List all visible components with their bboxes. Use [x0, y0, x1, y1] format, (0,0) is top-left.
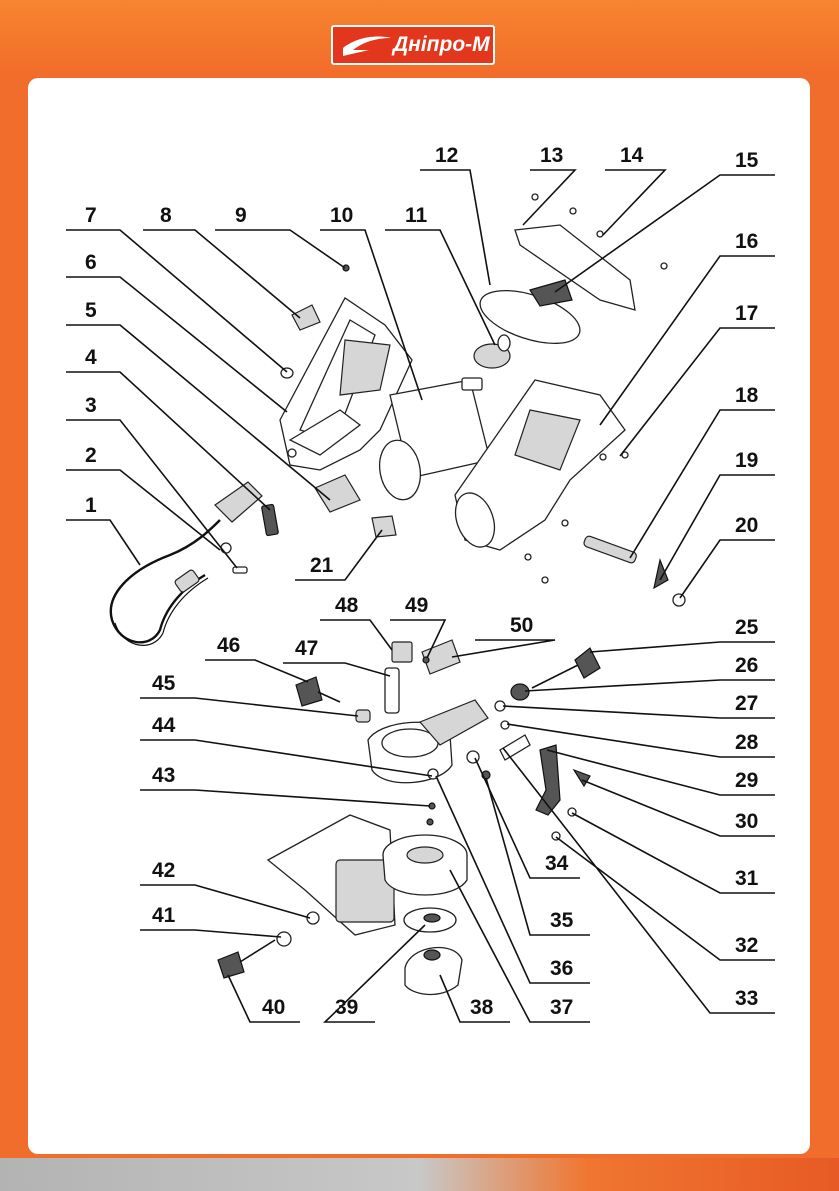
brand-name: Дніпро-М	[393, 33, 490, 56]
label-32: 32	[735, 934, 758, 957]
label-19: 19	[735, 449, 758, 472]
part-drawings	[109, 193, 686, 996]
label-39: 39	[335, 996, 358, 1019]
label-16: 16	[735, 230, 758, 253]
label-2: 2	[85, 444, 97, 467]
label-15: 15	[735, 149, 759, 172]
label-37: 37	[550, 996, 573, 1019]
label-10: 10	[330, 204, 353, 227]
label-44: 44	[152, 714, 176, 737]
label-34: 34	[545, 852, 569, 875]
label-11: 11	[405, 204, 428, 227]
label-30: 30	[735, 810, 758, 833]
label-5: 5	[85, 299, 97, 322]
label-29: 29	[735, 769, 758, 792]
label-8: 8	[160, 204, 172, 227]
label-17: 17	[735, 302, 758, 325]
label-47: 47	[295, 637, 318, 660]
label-12: 12	[435, 144, 458, 167]
label-9: 9	[235, 204, 247, 227]
label-26: 26	[735, 654, 758, 677]
label-7: 7	[85, 204, 97, 227]
label-35: 35	[550, 909, 574, 932]
label-50: 50	[510, 614, 533, 637]
label-46: 46	[217, 634, 240, 657]
label-36: 36	[550, 957, 573, 980]
label-21: 21	[310, 554, 334, 577]
label-45: 45	[152, 672, 176, 695]
brand-logo: Дніпро-М	[331, 25, 495, 65]
label-13: 13	[540, 144, 563, 167]
part-labels: 1 2 3 4 5 6 7 8 9 10 11 12 13 14 15 16 1…	[85, 144, 759, 1019]
swoosh-icon	[343, 36, 391, 56]
label-4: 4	[85, 346, 97, 369]
label-38: 38	[470, 996, 494, 1019]
label-3: 3	[85, 394, 97, 417]
label-28: 28	[735, 731, 759, 754]
label-25: 25	[735, 616, 759, 639]
label-42: 42	[152, 859, 175, 882]
label-33: 33	[735, 987, 758, 1010]
label-43: 43	[152, 764, 175, 787]
label-48: 48	[335, 594, 359, 617]
footer-stripe	[0, 1158, 839, 1191]
leader-lines	[66, 169, 775, 1023]
label-27: 27	[735, 692, 758, 715]
label-1: 1	[85, 494, 97, 517]
label-18: 18	[735, 384, 759, 407]
label-40: 40	[262, 996, 285, 1019]
label-41: 41	[152, 904, 176, 927]
label-49: 49	[405, 594, 428, 617]
label-6: 6	[85, 251, 97, 274]
label-31: 31	[735, 867, 759, 890]
label-14: 14	[620, 144, 644, 167]
label-20: 20	[735, 514, 758, 537]
